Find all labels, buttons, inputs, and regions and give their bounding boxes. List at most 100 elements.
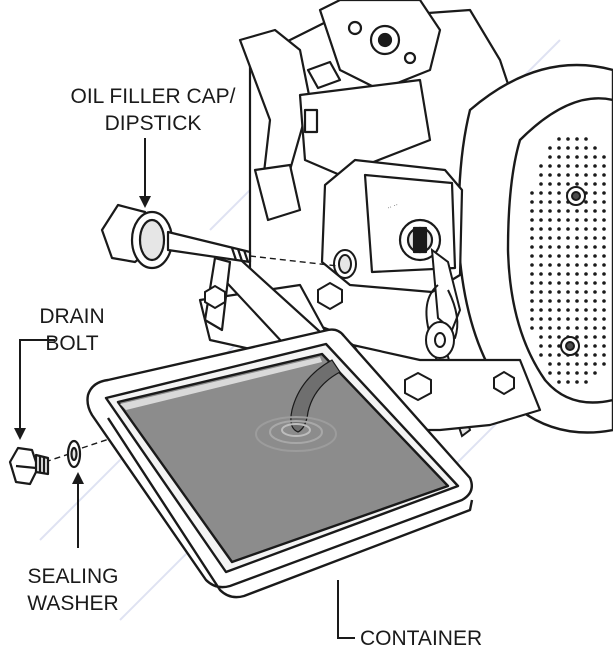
grille-hole [575, 371, 579, 375]
grille-hole [557, 254, 561, 258]
grille-hole [548, 317, 552, 321]
sealing-washer-label-line1: SEALING [27, 565, 119, 588]
grille-hole [557, 209, 561, 213]
grille-hole [584, 299, 588, 303]
grille-hole [539, 263, 543, 267]
grille-hole [557, 155, 561, 159]
oil-container-tray [86, 328, 474, 599]
grille-hole [557, 137, 561, 141]
grille-hole [575, 137, 579, 141]
grille-hole [602, 281, 606, 285]
grille-hole [584, 254, 588, 258]
grille-hole [530, 254, 534, 258]
grille-hole [566, 326, 570, 330]
grille-hole [539, 326, 543, 330]
grille-hole [584, 335, 588, 339]
leader-drain-bolt [19, 339, 55, 430]
sealing-washer-label-line2: WASHER [27, 592, 119, 615]
grille-hole [548, 254, 552, 258]
grille-hole [548, 200, 552, 204]
grille-hole [584, 344, 588, 348]
grille-hole [584, 182, 588, 186]
grille-hole [557, 227, 561, 231]
grille-hole [593, 146, 597, 150]
grille-hole [557, 173, 561, 177]
oil-filler-cap-label-line1: OIL FILLER CAP/ [70, 85, 236, 108]
grille-hole [566, 380, 570, 384]
grille-hole [548, 164, 552, 168]
grille-hole [539, 290, 543, 294]
grille-hole [539, 245, 543, 249]
grille-hole [584, 245, 588, 249]
grille-hole [593, 155, 597, 159]
grille-hole [602, 326, 606, 330]
grille-hole [539, 164, 543, 168]
grille-hole [566, 299, 570, 303]
grille-hole [593, 290, 597, 294]
grille-hole [575, 362, 579, 366]
grille-hole [566, 218, 570, 222]
grille-hole [602, 317, 606, 321]
oil-filler-cap-label-line2: DIPSTICK [104, 112, 202, 135]
grille-hole [548, 245, 552, 249]
grille-hole [566, 263, 570, 267]
grille-hole [539, 182, 543, 186]
sealing-washer [66, 439, 82, 469]
grille-hole [548, 218, 552, 222]
grille-hole [575, 218, 579, 222]
grille-hole [584, 353, 588, 357]
grille-hole [593, 371, 597, 375]
grille-hole [539, 200, 543, 204]
grille-hole [539, 236, 543, 240]
grille-hole [539, 227, 543, 231]
grille-hole [602, 155, 606, 159]
grille-hole [566, 164, 570, 168]
grille-hole [530, 200, 534, 204]
grille-hole [566, 290, 570, 294]
grille-hole [602, 254, 606, 258]
grille-hole [566, 155, 570, 159]
grille-hole [539, 272, 543, 276]
grille-hole [548, 209, 552, 213]
grille-hole [530, 218, 534, 222]
grille-hole [539, 173, 543, 177]
grille-hole [539, 191, 543, 195]
grille-hole [530, 227, 534, 231]
grille-hole [593, 272, 597, 276]
container-label-line1: CONTAINER [360, 627, 483, 650]
grille-hole [566, 182, 570, 186]
grille-hole [557, 326, 561, 330]
grille-hole [602, 272, 606, 276]
grille-hole [593, 182, 597, 186]
grille-hole [530, 326, 534, 330]
grille-hole [548, 290, 552, 294]
grille-hole [593, 209, 597, 213]
grille-hole [566, 371, 570, 375]
grille-hole [584, 227, 588, 231]
grille-hole [593, 227, 597, 231]
grille-hole [539, 254, 543, 258]
grille-hole [602, 263, 606, 267]
drain-bolt-label: DRAIN BOLT [32, 303, 112, 357]
grille-hole [584, 380, 588, 384]
grille-hole [575, 299, 579, 303]
recoil-grille [530, 137, 606, 384]
grille-hole [593, 299, 597, 303]
oil-filler-port [333, 249, 357, 279]
grille-hole [557, 308, 561, 312]
drain-bolt [8, 446, 50, 486]
grille-hole [584, 326, 588, 330]
grille-hole [557, 335, 561, 339]
grille-hole [593, 353, 597, 357]
ignition-switch-box: ·· ·· [320, 158, 464, 294]
grille-hole [602, 335, 606, 339]
grille-hole [557, 317, 561, 321]
oil-filler-cap-label: OIL FILLER CAP/ DIPSTICK [38, 83, 268, 137]
grille-hole [602, 200, 606, 204]
oil-stream [255, 359, 341, 452]
drain-bolt-label-line2: BOLT [45, 332, 99, 355]
grille-hole [557, 263, 561, 267]
grille-hole [548, 362, 552, 366]
grille-hole [566, 362, 570, 366]
grille-hole [557, 281, 561, 285]
